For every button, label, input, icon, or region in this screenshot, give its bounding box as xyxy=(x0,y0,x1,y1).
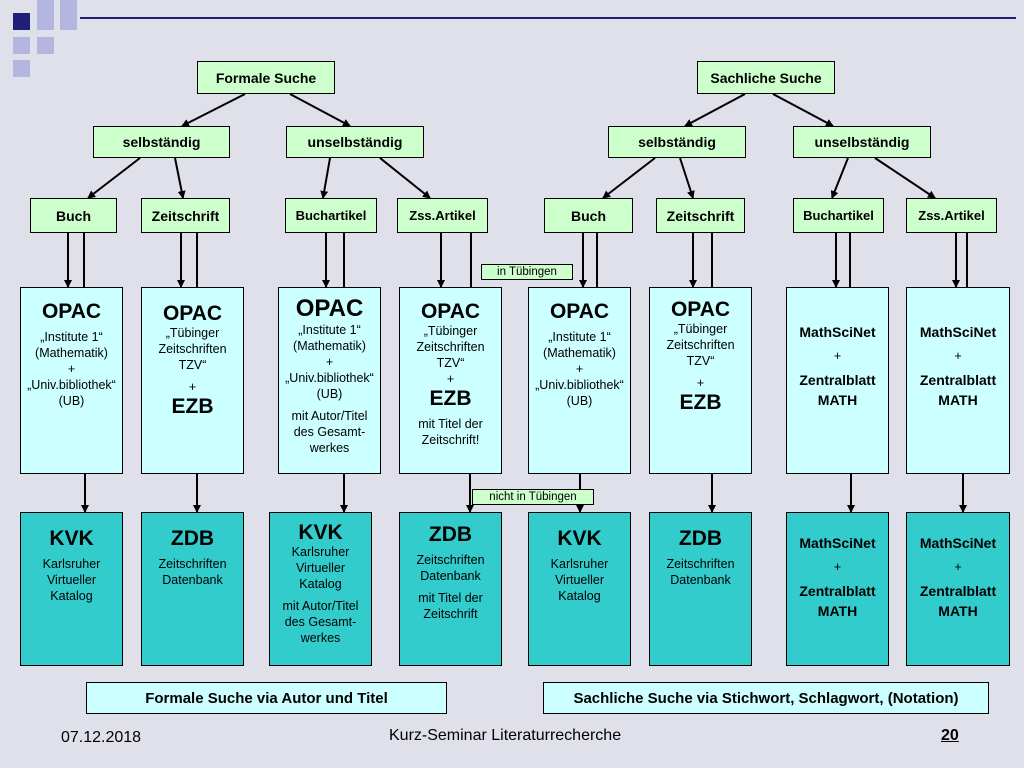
zdb-box-2: ZDB Zeitschriften Datenbank mit Titel de… xyxy=(399,512,502,666)
summary-bar-formal: Formale Suche via Autor und Titel xyxy=(86,682,447,714)
summary-bar-sachlich: Sachliche Suche via Stichwort, Schlagwor… xyxy=(543,682,989,714)
mathscinet-box-3: MathSciNet + Zentralblatt MATH xyxy=(786,512,889,666)
corner-square xyxy=(13,13,30,30)
node-zeitschrift-right: Zeitschrift xyxy=(656,198,745,233)
opac-box-5: OPAC „Institute 1“ (Mathematik) + „Univ.… xyxy=(528,287,631,474)
opac-box-6: OPAC „Tübinger Zeitschriften TZV“ + EZB xyxy=(649,287,752,474)
mathscinet-box-2: MathSciNet + Zentralblatt MATH xyxy=(906,287,1010,474)
node-buch-right: Buch xyxy=(544,198,633,233)
node-selbstaendig-left: selbständig xyxy=(93,126,230,158)
node-zss-artikel-right: Zss.Artikel xyxy=(906,198,997,233)
mathscinet-box-1: MathSciNet + Zentralblatt MATH xyxy=(786,287,889,474)
node-buchartikel-right: Buchartikel xyxy=(793,198,884,233)
page-number: 20 xyxy=(941,727,959,744)
node-buchartikel-left: Buchartikel xyxy=(285,198,377,233)
opac-box-4: OPAC „Tübinger Zeitschriften TZV“ + EZB … xyxy=(399,287,502,474)
node-formale-suche: Formale Suche xyxy=(197,61,335,94)
node-unselbstaendig-left: unselbständig xyxy=(286,126,424,158)
node-zss-artikel-left: Zss.Artikel xyxy=(397,198,488,233)
header-rule xyxy=(80,17,1016,19)
kvk-box-2: KVK Karlsruher Virtueller Katalog mit Au… xyxy=(269,512,372,666)
corner-square xyxy=(60,0,77,13)
note-nicht-in-tuebingen: nicht in Tübingen xyxy=(472,489,594,505)
note-in-tuebingen: in Tübingen xyxy=(481,264,573,280)
kvk-box-1: KVK Karlsruher Virtueller Katalog xyxy=(20,512,123,666)
mathscinet-box-4: MathSciNet + Zentralblatt MATH xyxy=(906,512,1010,666)
corner-square xyxy=(60,13,77,30)
zdb-box-1: ZDB Zeitschriften Datenbank xyxy=(141,512,244,666)
corner-square xyxy=(37,37,54,54)
node-zeitschrift-left: Zeitschrift xyxy=(141,198,230,233)
node-selbstaendig-right: selbständig xyxy=(608,126,746,158)
node-unselbstaendig-right: unselbständig xyxy=(793,126,931,158)
node-buch-left: Buch xyxy=(30,198,117,233)
node-sachliche-suche: Sachliche Suche xyxy=(697,61,835,94)
opac-box-3: OPAC „Institute 1“ (Mathematik) + „Univ.… xyxy=(278,287,381,474)
footer-date: 07.12.2018 xyxy=(61,729,142,746)
opac-box-1: OPAC „Institute 1“ (Mathematik) + „Univ.… xyxy=(20,287,123,474)
corner-square xyxy=(13,37,30,54)
corner-square xyxy=(37,13,54,30)
corner-square xyxy=(37,0,54,13)
zdb-box-3: ZDB Zeitschriften Datenbank xyxy=(649,512,752,666)
footer-title: Kurz-Seminar Literaturrecherche xyxy=(389,727,622,744)
kvk-box-3: KVK Karlsruher Virtueller Katalog xyxy=(528,512,631,666)
opac-box-2: OPAC „Tübinger Zeitschriften TZV“ + EZB xyxy=(141,287,244,474)
corner-square xyxy=(13,60,30,77)
